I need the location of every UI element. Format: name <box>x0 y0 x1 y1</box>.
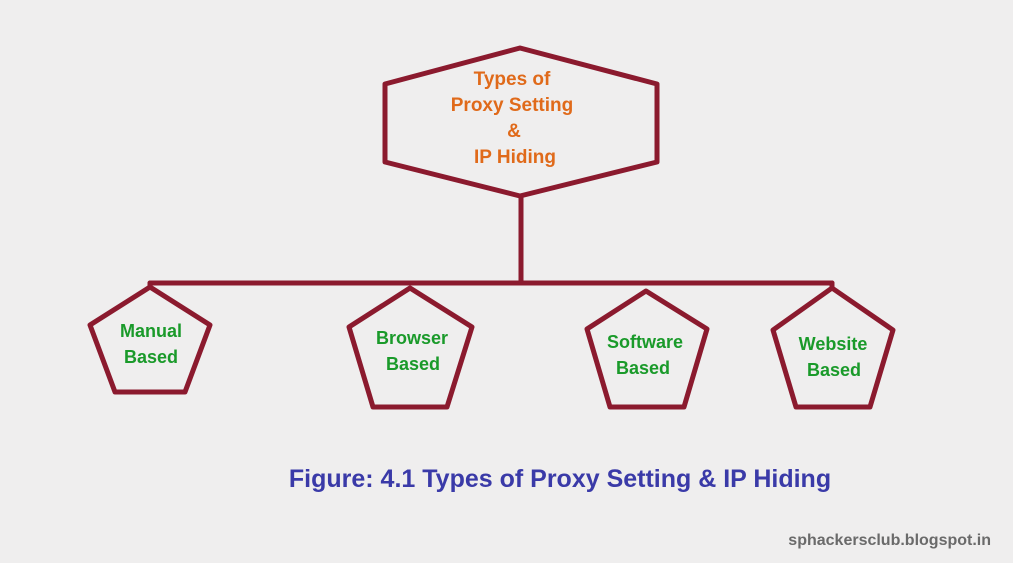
child-pentagon-software <box>584 288 710 410</box>
figure-caption: Figure: 4.1 Types of Proxy Setting & IP … <box>288 465 832 493</box>
child-label-manual-line-1: Manual <box>120 321 182 341</box>
child-label-software-line-2: Based <box>616 358 670 378</box>
child-pentagon-website <box>770 285 896 410</box>
child-node-browser: Browser Based <box>346 285 475 410</box>
child-label-website-line-2: Based <box>807 360 861 380</box>
child-label-manual-line-2: Based <box>124 347 178 367</box>
child-label-website-line-1: Website <box>799 334 868 354</box>
child-node-website: Website Based <box>770 285 896 410</box>
root-label-line-4: IP Hiding <box>474 147 556 168</box>
child-pentagon-browser <box>346 285 475 410</box>
root-node: Types of Proxy Setting & IP Hiding <box>382 45 660 199</box>
child-pentagon-manual <box>87 284 213 395</box>
child-node-software: Software Based <box>584 288 710 410</box>
child-label-browser-line-1: Browser <box>376 328 448 348</box>
child-label-browser-line-2: Based <box>386 354 440 374</box>
root-label-line-2: Proxy Setting <box>451 95 573 116</box>
watermark-text: sphackersclub.blogspot.in <box>788 532 991 549</box>
root-hexagon <box>382 45 660 199</box>
child-node-manual: Manual Based <box>87 284 213 395</box>
root-label-line-3: & <box>507 121 521 142</box>
child-label-software-line-1: Software <box>607 332 683 352</box>
root-label-line-1: Types of <box>474 69 551 90</box>
